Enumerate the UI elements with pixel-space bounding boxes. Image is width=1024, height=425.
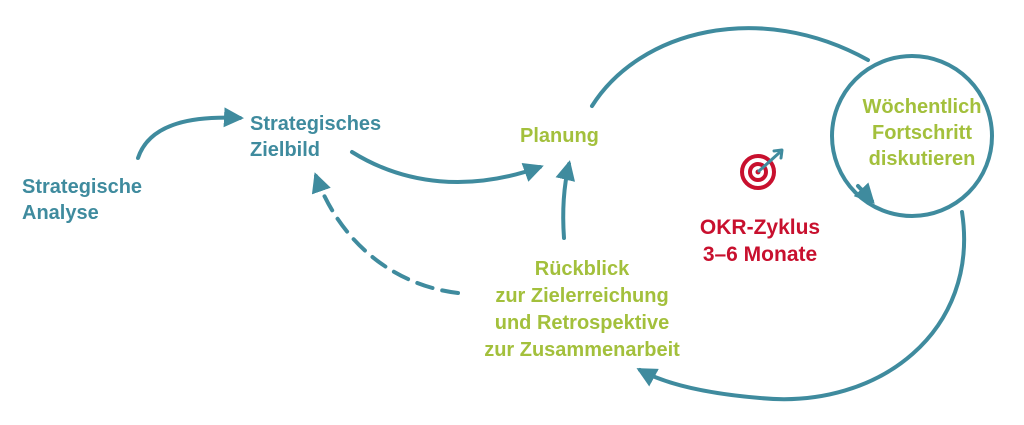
node-strategic-analysis: Strategische Analyse bbox=[22, 174, 142, 226]
node-label-line: diskutieren bbox=[868, 148, 976, 170]
target-icon bbox=[740, 148, 784, 190]
node-label-line: Analyse bbox=[22, 202, 99, 224]
arrow-vision-to-planning bbox=[350, 150, 544, 185]
cycle-arc-top bbox=[590, 26, 870, 108]
node-label-line: OKR-Zyklus bbox=[699, 216, 821, 239]
weekly-loop-arrowhead bbox=[853, 182, 875, 204]
node-label-line: Strategisches bbox=[250, 113, 382, 135]
node-label-line: und Retrospektive bbox=[494, 312, 670, 334]
node-okr-cycle: OKR-Zyklus 3–6 Monate bbox=[690, 214, 830, 268]
node-strategic-vision: Strategisches Zielbild bbox=[250, 111, 381, 163]
node-label-line: Strategische bbox=[22, 176, 143, 198]
cycle-arc-bottom bbox=[636, 210, 966, 402]
node-label-line: Planung bbox=[520, 125, 599, 147]
node-label-line: Fortschritt bbox=[872, 122, 972, 144]
node-review: Rückblick zur Zielerreichung und Retrosp… bbox=[462, 256, 702, 364]
arrow-analysis-to-vision bbox=[136, 107, 244, 160]
arrow-review-to-vision-dashed bbox=[311, 172, 460, 295]
node-planning: Planung bbox=[520, 123, 599, 149]
node-label-line: Wöchentlich bbox=[862, 96, 982, 118]
node-label-line: Zielbild bbox=[250, 139, 320, 161]
node-weekly-progress: Wöchentlich Fortschritt diskutieren bbox=[842, 94, 1002, 172]
node-label-line: zur Zusammenarbeit bbox=[484, 339, 680, 361]
node-label-line: zur Zielerreichung bbox=[495, 285, 669, 307]
arrow-review-to-planning bbox=[555, 160, 576, 240]
node-label-line: 3–6 Monate bbox=[702, 243, 818, 266]
node-label-line: Rückblick bbox=[534, 258, 630, 280]
weekly-circle bbox=[830, 54, 994, 218]
